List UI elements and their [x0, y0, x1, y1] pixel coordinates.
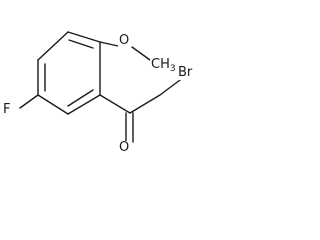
ring-bond-3 [67, 94, 101, 115]
ring-double-bond-inner-1 [68, 39, 94, 49]
methyl-text: CH [151, 57, 170, 72]
fluoro-bond [19, 94, 39, 109]
fluorine-label: F [2, 102, 12, 117]
carbonyl-oxygen-label: O [118, 140, 131, 155]
ring-bond-6 [37, 31, 69, 61]
methyl-label: CH3 [150, 58, 177, 76]
methoxy-o-bond [99, 41, 119, 47]
carbonyl-ch2-bond [129, 94, 161, 114]
methoxy-ch3-bond [131, 46, 151, 61]
ch2-br-bond [159, 79, 181, 96]
methyl-subscript: 3 [169, 64, 176, 74]
ring-bond-1 [67, 31, 101, 43]
methoxy-oxygen-label: O [118, 33, 131, 48]
molecule-structure [19, 31, 181, 143]
aryl-carbonyl-bond [99, 94, 131, 114]
structure-canvas: F O CH3 O Br [2, 31, 194, 155]
ring-double-bond-inner-2 [67, 89, 94, 107]
ring-bond-4 [37, 94, 69, 115]
bromine-label: Br [177, 65, 194, 80]
